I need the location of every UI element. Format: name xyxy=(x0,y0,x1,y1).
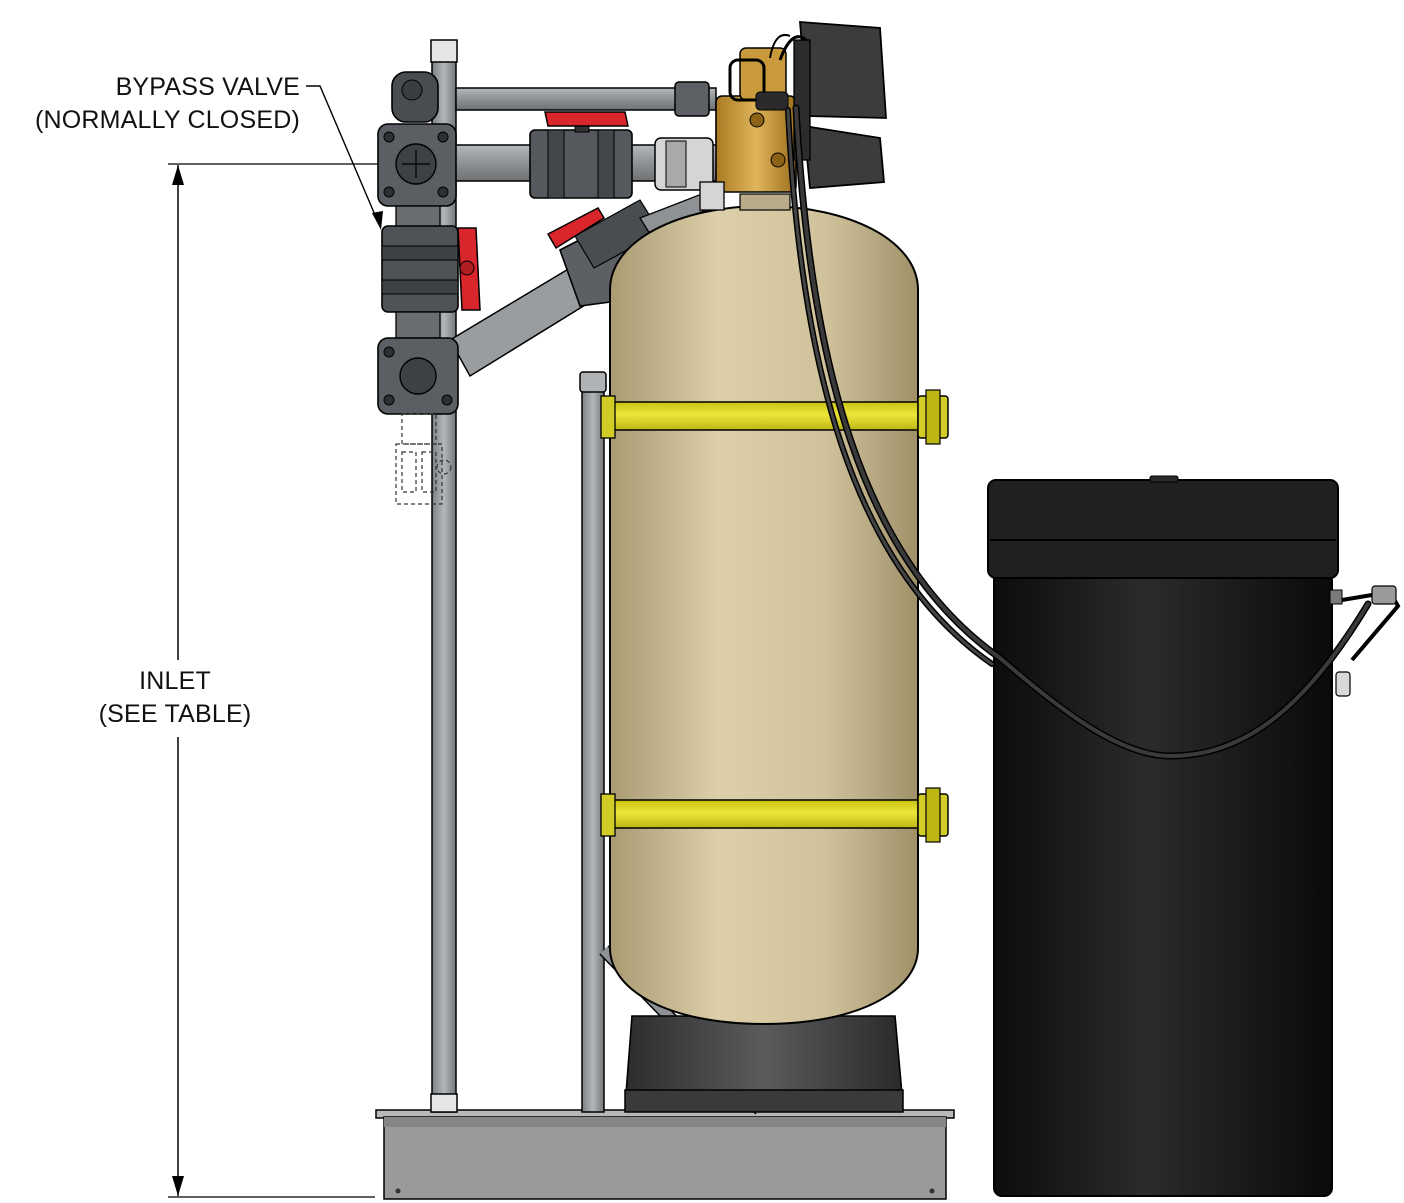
tank-strap-lower xyxy=(611,799,919,829)
controller-box xyxy=(799,21,887,119)
dimension-arrow-bottom xyxy=(172,1176,184,1196)
dimension-arrow-top xyxy=(172,165,184,185)
bypass-valve-note: (NORMALLY CLOSED) xyxy=(34,106,300,134)
brine-line-tubing xyxy=(785,104,1372,760)
control-inlet-ball-valve xyxy=(529,111,633,199)
base-pan xyxy=(375,1109,955,1200)
union-fitting xyxy=(654,137,714,191)
resin-tank xyxy=(600,193,949,1113)
bypass-leader-line xyxy=(306,85,383,230)
upper-pipe xyxy=(455,81,717,117)
red-valve-handle xyxy=(546,207,606,250)
tank-base-stand xyxy=(625,1015,903,1095)
inlet-note: (SEE TABLE) xyxy=(98,700,252,728)
bypass-valve-assembly xyxy=(377,71,481,505)
tank-strap-upper xyxy=(611,401,919,431)
inlet-dimension-callout: INLET (SEE TABLE) xyxy=(70,665,280,731)
red-valve-handle xyxy=(544,111,629,127)
inlet-label: INLET xyxy=(139,667,211,695)
bypass-valve-callout: BYPASS VALVE (NORMALLY CLOSED) xyxy=(0,71,300,137)
diagonal-pipe xyxy=(448,189,721,378)
brine-tank xyxy=(987,475,1401,1197)
control-valve-head xyxy=(699,21,887,211)
bypass-valve-label: BYPASS VALVE xyxy=(115,73,300,101)
brine-tank-lid xyxy=(987,479,1339,579)
